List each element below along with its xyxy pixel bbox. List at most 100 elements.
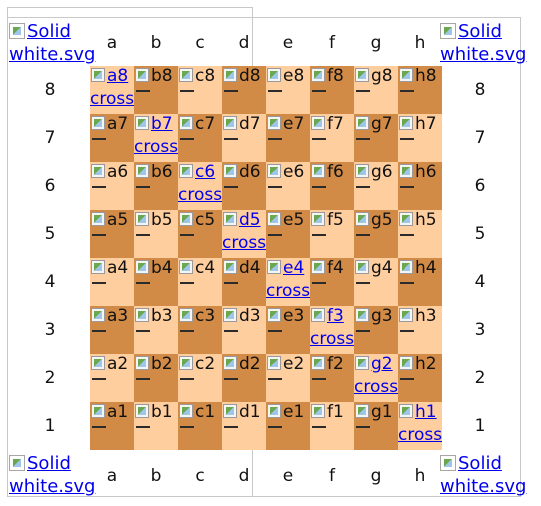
board-square[interactable]: d2 (222, 354, 266, 402)
board-square[interactable]: d7 (222, 114, 266, 162)
board-square[interactable]: c1 (178, 402, 222, 450)
board-square[interactable]: a5 (90, 210, 134, 258)
board-square[interactable]: e5 (266, 210, 310, 258)
empty-marker (268, 330, 282, 332)
board-square[interactable]: a6 (90, 162, 134, 210)
board-square[interactable]: g3 (354, 306, 398, 354)
board-square[interactable]: a1 (90, 402, 134, 450)
board-square[interactable]: c3 (178, 306, 222, 354)
corner-image-alt-2[interactable]: white.svg (9, 476, 96, 497)
board-square[interactable]: f1 (310, 402, 354, 450)
board-square[interactable]: c6 cross (178, 162, 222, 210)
board-square[interactable]: c4 (178, 258, 222, 306)
corner-image-bottom-right[interactable]: Solid white.svg (440, 452, 526, 498)
square-label[interactable]: a8 (107, 66, 129, 86)
board-square[interactable]: b6 (134, 162, 178, 210)
board-square[interactable]: d3 (222, 306, 266, 354)
square-label[interactable]: g2 (371, 354, 393, 374)
board-square[interactable]: f6 (310, 162, 354, 210)
board-square[interactable]: b1 (134, 402, 178, 450)
board-square[interactable]: a8 cross (90, 66, 134, 114)
cross-link[interactable]: cross (134, 137, 178, 157)
board-square[interactable]: e2 (266, 354, 310, 402)
board-square[interactable]: b5 (134, 210, 178, 258)
board-square[interactable]: a7 (90, 114, 134, 162)
board-square[interactable]: d6 (222, 162, 266, 210)
cross-link[interactable]: cross (266, 281, 310, 301)
square-label[interactable]: c6 (195, 162, 216, 182)
board-square[interactable]: d5 cross (222, 210, 266, 258)
board-square[interactable]: h2 (398, 354, 442, 402)
square-label[interactable]: e4 (283, 258, 305, 278)
board-square[interactable]: c2 (178, 354, 222, 402)
board-square[interactable]: f3 cross (310, 306, 354, 354)
board-square[interactable]: g4 (354, 258, 398, 306)
board-square[interactable]: b7 cross (134, 114, 178, 162)
empty-marker (312, 186, 326, 188)
board-square[interactable]: c5 (178, 210, 222, 258)
broken-image-icon (267, 164, 281, 178)
board-square[interactable]: f2 (310, 354, 354, 402)
square-label: a7 (107, 114, 129, 134)
board-square[interactable]: f5 (310, 210, 354, 258)
board-square[interactable]: f7 (310, 114, 354, 162)
cross-link[interactable]: cross (90, 89, 134, 109)
board-square[interactable]: e4 cross (266, 258, 310, 306)
board-square[interactable]: g6 (354, 162, 398, 210)
corner-image-top-left[interactable]: Solid white.svg (9, 20, 95, 66)
board-square[interactable]: c8 (178, 66, 222, 114)
board-square[interactable]: b3 (134, 306, 178, 354)
cross-link[interactable]: cross (178, 185, 222, 205)
board-square[interactable]: h6 (398, 162, 442, 210)
board-square[interactable]: e3 (266, 306, 310, 354)
board-square[interactable]: g1 (354, 402, 398, 450)
broken-image-icon (9, 23, 25, 39)
board-square[interactable]: a2 (90, 354, 134, 402)
corner-image-bottom-left[interactable]: Solid white.svg (9, 452, 95, 498)
board-square[interactable]: h4 (398, 258, 442, 306)
board-square[interactable]: a4 (90, 258, 134, 306)
board-square[interactable]: f4 (310, 258, 354, 306)
empty-marker (92, 330, 106, 332)
cross-link[interactable]: cross (398, 425, 442, 445)
board-square[interactable]: h1 cross (398, 402, 442, 450)
broken-image-icon (311, 164, 325, 178)
board-square[interactable]: c7 (178, 114, 222, 162)
corner-image-alt-1[interactable]: Solid (27, 453, 71, 474)
board-square[interactable]: h8 (398, 66, 442, 114)
board-square[interactable]: b8 (134, 66, 178, 114)
square-label[interactable]: f3 (327, 306, 344, 326)
corner-image-alt-2[interactable]: white.svg (440, 44, 527, 65)
board-square[interactable]: a3 (90, 306, 134, 354)
corner-image-alt-1[interactable]: Solid (458, 21, 502, 42)
board-square[interactable]: g5 (354, 210, 398, 258)
board-square[interactable]: d8 (222, 66, 266, 114)
corner-image-alt-2[interactable]: white.svg (9, 44, 96, 65)
board-square[interactable]: e1 (266, 402, 310, 450)
board-square[interactable]: b2 (134, 354, 178, 402)
board-square[interactable]: d4 (222, 258, 266, 306)
board-square[interactable]: f8 (310, 66, 354, 114)
board-square[interactable]: h5 (398, 210, 442, 258)
empty-marker (224, 282, 238, 284)
cross-link[interactable]: cross (310, 329, 354, 349)
corner-image-alt-1[interactable]: Solid (458, 453, 502, 474)
board-square[interactable]: e7 (266, 114, 310, 162)
board-square[interactable]: g7 (354, 114, 398, 162)
board-square[interactable]: d1 (222, 402, 266, 450)
board-square[interactable]: g2 cross (354, 354, 398, 402)
board-square[interactable]: e8 (266, 66, 310, 114)
corner-image-alt-2[interactable]: white.svg (440, 476, 527, 497)
square-label[interactable]: h1 (415, 402, 437, 422)
square-label[interactable]: d5 (239, 210, 261, 230)
board-square[interactable]: e6 (266, 162, 310, 210)
board-square[interactable]: h3 (398, 306, 442, 354)
board-square[interactable]: b4 (134, 258, 178, 306)
corner-image-alt-1[interactable]: Solid (27, 21, 71, 42)
board-square[interactable]: h7 (398, 114, 442, 162)
board-square[interactable]: g8 (354, 66, 398, 114)
cross-link[interactable]: cross (354, 377, 398, 397)
square-label[interactable]: b7 (151, 114, 173, 134)
corner-image-top-right[interactable]: Solid white.svg (440, 20, 526, 66)
cross-link[interactable]: cross (222, 233, 266, 253)
